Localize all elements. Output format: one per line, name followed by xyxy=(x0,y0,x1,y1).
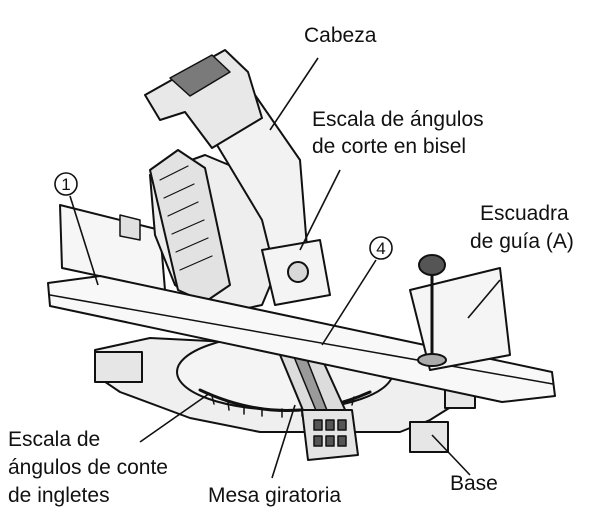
leader-base xyxy=(431,434,471,476)
grip-ridges xyxy=(313,419,347,447)
callout-1-number: 1 xyxy=(61,175,70,194)
turntable-grip xyxy=(301,409,359,461)
label-miter-scale-line2: ángulos de conte xyxy=(8,456,168,479)
leader-cabeza xyxy=(269,57,319,131)
leader-turntable xyxy=(271,404,296,479)
label-miter-scale-line3: de ingletes xyxy=(8,484,110,507)
callout-4-circle xyxy=(369,236,393,260)
callout-4-leader xyxy=(321,259,377,346)
base-foot-left xyxy=(94,351,143,383)
callout-4: 4 xyxy=(321,236,393,346)
label-turntable: Mesa giratoria xyxy=(208,484,342,507)
guide-base xyxy=(417,353,447,367)
work-support-edge xyxy=(49,294,554,385)
motor-fins xyxy=(159,165,213,271)
label-bevel-scale-line1: Escala de ángulos xyxy=(312,108,484,131)
bevel-pivot-knob xyxy=(287,261,309,283)
base-foot-right xyxy=(409,421,449,453)
guide-knob xyxy=(418,254,446,276)
callout-4-number: 4 xyxy=(376,239,385,258)
callout-1: 1 xyxy=(54,172,99,286)
label-guide-square-line2: de guía (A) xyxy=(470,230,574,253)
label-leaders xyxy=(139,57,501,479)
label-cabeza: Cabeza xyxy=(304,24,377,47)
fence-left-notch xyxy=(119,214,141,241)
callout-1-circle xyxy=(54,172,78,196)
handle-grip xyxy=(169,54,231,97)
leader-miter-scale xyxy=(139,392,211,443)
callout-1-leader xyxy=(69,195,99,286)
label-miter-scale-line1: Escala de xyxy=(8,428,101,451)
leader-bevel-scale xyxy=(299,169,341,251)
leader-guide-square xyxy=(467,279,501,319)
fence-right xyxy=(409,267,511,371)
saw-handle xyxy=(144,49,263,149)
miter-scale-arc xyxy=(198,388,372,412)
label-bevel-scale-line2: de corte en bisel xyxy=(312,135,467,158)
label-guide-square-line1: Escuadra xyxy=(480,202,569,225)
fence-left xyxy=(59,204,166,291)
label-base: Base xyxy=(450,472,498,495)
